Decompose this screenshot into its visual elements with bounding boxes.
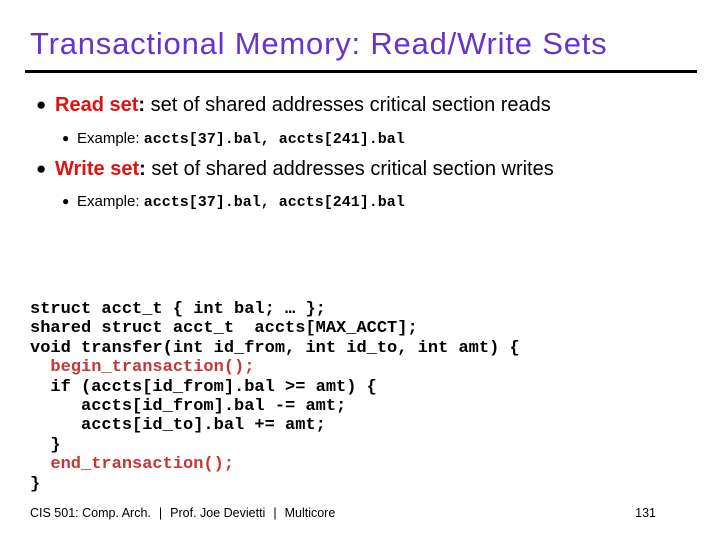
code-line: } <box>30 475 520 494</box>
footer-separator: | <box>273 506 276 520</box>
example-item-write: ●Example: accts[37].bal, accts[241].bal <box>62 193 405 211</box>
term-colon: : <box>139 158 146 180</box>
page-number: 131 <box>635 506 656 520</box>
term-label: Write set <box>55 158 139 180</box>
bullet-dot-icon: ● <box>36 159 55 179</box>
term-label: Read set <box>55 94 138 116</box>
code-line: accts[id_from].bal -= amt; <box>30 397 520 416</box>
page-title: Transactional Memory: Read/Write Sets <box>30 26 607 62</box>
footer-topic: Multicore <box>285 506 336 520</box>
code-line: end_transaction(); <box>30 455 520 474</box>
footer-professor: Prof. Joe Devietti <box>170 506 265 520</box>
code-line: } <box>30 436 520 455</box>
bullet-dot-icon: ● <box>36 95 55 115</box>
code-line: accts[id_to].bal += amt; <box>30 416 520 435</box>
title-underline <box>25 70 697 73</box>
example-code: accts[37].bal, accts[241].bal <box>144 131 405 148</box>
bullet-dot-icon: ● <box>62 131 77 145</box>
example-label: Example: <box>77 193 144 210</box>
code-line: begin_transaction(); <box>30 358 520 377</box>
footer-course: CIS 501: Comp. Arch. <box>30 506 151 520</box>
example-label: Example: <box>77 130 144 147</box>
code-block: struct acct_t { int bal; … };shared stru… <box>30 300 520 494</box>
code-line: struct acct_t { int bal; … }; <box>30 300 520 319</box>
code-line: if (accts[id_from].bal >= amt) { <box>30 378 520 397</box>
footer-separator: | <box>159 506 162 520</box>
bullet-item-read-set: ●Read set: set of shared addresses criti… <box>36 94 551 117</box>
example-code: accts[37].bal, accts[241].bal <box>144 194 405 211</box>
footer: CIS 501: Comp. Arch. | Prof. Joe Devietti |… <box>30 506 335 520</box>
code-line: shared struct acct_t accts[MAX_ACCT]; <box>30 319 520 338</box>
bullet-text: set of shared addresses critical section… <box>145 94 551 116</box>
bullet-item-write-set: ●Write set: set of shared addresses crit… <box>36 158 554 181</box>
code-line: void transfer(int id_from, int id_to, in… <box>30 339 520 358</box>
bullet-dot-icon: ● <box>62 194 77 208</box>
bullet-text: set of shared addresses critical section… <box>146 158 554 180</box>
example-item-read: ●Example: accts[37].bal, accts[241].bal <box>62 130 405 148</box>
